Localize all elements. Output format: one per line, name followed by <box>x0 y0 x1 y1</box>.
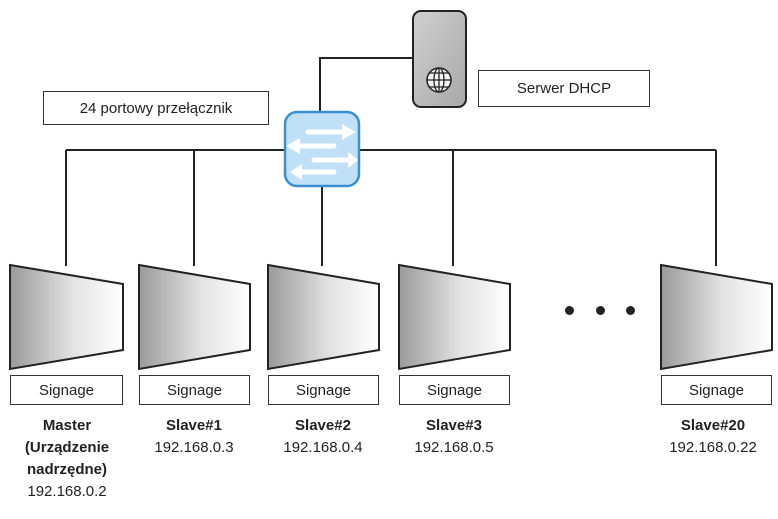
screen-slave3 <box>398 263 511 371</box>
device-name: Slave#1 <box>166 417 222 434</box>
connection-lines <box>65 57 717 266</box>
device-role: (Urządzenie <box>24 439 110 456</box>
device-ip: 192.168.0.3 <box>154 439 234 456</box>
switch-label: 24 portowy przełącznik <box>43 91 269 125</box>
screen-master <box>9 263 124 371</box>
device-name: Slave#3 <box>426 417 482 434</box>
signage-box-slave3: Signage <box>399 375 510 405</box>
device-name: Master <box>42 417 92 434</box>
ellipsis-icon <box>565 300 635 320</box>
signage-screens <box>9 263 773 371</box>
signage-box-slave20: Signage <box>661 375 772 405</box>
screen-slave20 <box>660 263 773 371</box>
screen-slave1 <box>138 263 251 371</box>
device-caption-slave20: Slave#20 192.168.0.22 <box>648 415 778 459</box>
signage-box-master: Signage <box>10 375 123 405</box>
device-caption-master: Master (Urządzenie nadrzędne) 192.168.0.… <box>0 415 134 503</box>
device-name: Slave#20 <box>680 417 746 434</box>
device-role-2: nadrzędne) <box>26 461 107 478</box>
signage-box-slave2: Signage <box>268 375 379 405</box>
screen-slave2 <box>267 263 380 371</box>
device-caption-slave3: Slave#3 192.168.0.5 <box>389 415 519 459</box>
server-link <box>319 57 413 112</box>
device-name: Slave#2 <box>295 417 351 434</box>
device-ip: 192.168.0.22 <box>669 439 757 456</box>
device-ip: 192.168.0.5 <box>414 439 494 456</box>
network-switch-icon <box>283 110 361 188</box>
signage-box-slave1: Signage <box>139 375 250 405</box>
device-caption-slave1: Slave#1 192.168.0.3 <box>129 415 259 459</box>
device-caption-slave2: Slave#2 192.168.0.4 <box>258 415 388 459</box>
server-label: Serwer DHCP <box>478 70 650 107</box>
device-ip: 192.168.0.2 <box>27 483 107 500</box>
device-ip: 192.168.0.4 <box>283 439 363 456</box>
server-globe-icon <box>412 10 467 108</box>
